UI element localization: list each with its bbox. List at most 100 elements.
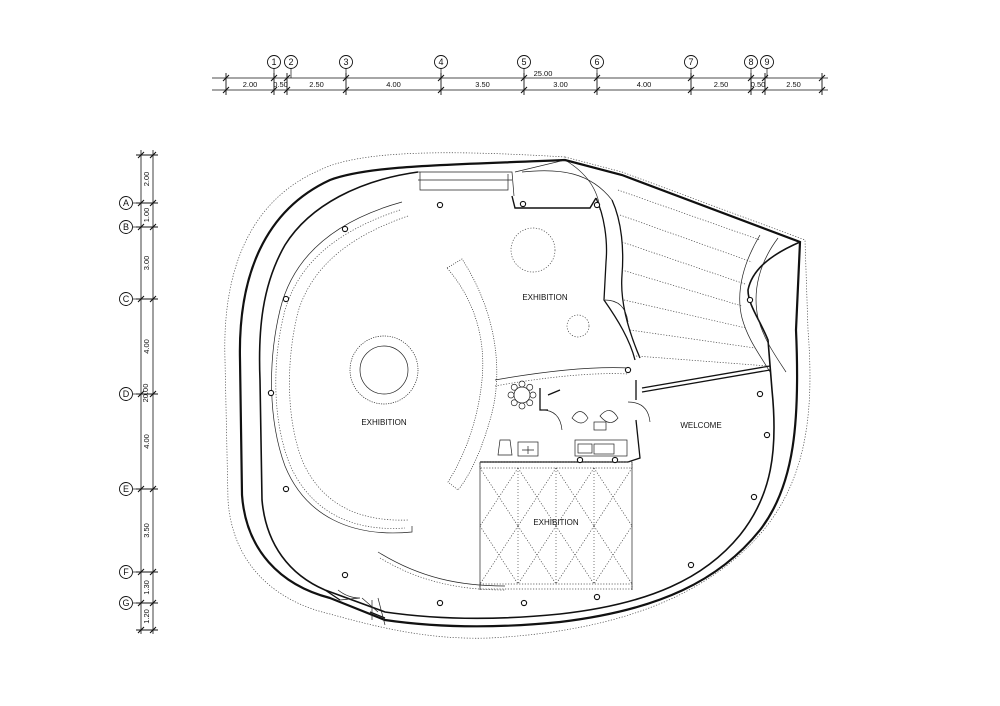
dim-tick-slash <box>761 86 769 94</box>
grid-marker-5: 5 <box>521 57 526 67</box>
brace-line <box>593 467 633 527</box>
dim-tick-slash <box>687 86 695 94</box>
chair <box>518 380 526 388</box>
chair <box>526 383 534 391</box>
dim-tick-slash <box>520 86 528 94</box>
grid-marker-E: E <box>123 484 129 494</box>
dim-y-7: 1.30 <box>142 580 151 595</box>
dim-tick-slash <box>149 599 157 607</box>
total-height-label: 20.00 <box>141 384 150 403</box>
dim-tick-slash <box>149 390 157 398</box>
column <box>436 599 444 607</box>
left-exhibition-features <box>271 201 506 591</box>
dim-tick-slash <box>149 151 157 159</box>
column <box>593 593 601 601</box>
grid-bubble <box>119 596 133 610</box>
grid-bubble <box>119 565 133 579</box>
brace-line <box>479 525 519 585</box>
dim-y-3: 3.00 <box>142 256 151 271</box>
brace-line <box>555 525 595 585</box>
dim-x-4: 4.00 <box>386 80 401 89</box>
grid-bubble <box>684 55 698 69</box>
dim-tick-slash <box>149 223 157 231</box>
grid-bubble <box>284 55 298 69</box>
site-boundary <box>224 152 811 639</box>
dim-tick-slash <box>593 86 601 94</box>
structural-columns <box>267 200 771 607</box>
grid-marker-6: 6 <box>594 57 599 67</box>
grid-marker-G: G <box>122 598 129 608</box>
chair <box>507 391 515 399</box>
dim-tick-slash <box>270 86 278 94</box>
column <box>756 390 764 398</box>
column <box>576 456 584 464</box>
grid-bubble <box>760 55 774 69</box>
bottom-exhibition-features <box>479 461 633 590</box>
chair <box>518 402 526 410</box>
ramp-line <box>621 269 743 307</box>
dim-tick-slash <box>283 86 291 94</box>
dim-x-10: 2.50 <box>786 80 801 89</box>
dim-tick-slash <box>818 86 826 94</box>
dim-tick-slash <box>283 74 291 82</box>
grid-marker-A: A <box>123 198 129 208</box>
room-label-exhibition-top: EXHIBITION <box>522 293 568 302</box>
brace-line <box>517 467 557 527</box>
dim-tick-slash <box>149 199 157 207</box>
dim-tick-slash <box>149 568 157 576</box>
dim-y-1: 2.00 <box>142 172 151 187</box>
column <box>687 561 695 569</box>
grid-marker-B: B <box>123 222 129 232</box>
dim-tick-slash <box>818 74 826 82</box>
column <box>763 431 771 439</box>
ramp-line <box>629 329 756 349</box>
brace-line <box>479 467 519 527</box>
column <box>341 225 349 233</box>
column <box>746 296 754 304</box>
column <box>436 201 444 209</box>
dim-x-6: 3.00 <box>553 80 568 89</box>
dim-y-5: 4.00 <box>142 434 151 449</box>
top-exhibition-features <box>494 227 631 387</box>
chair <box>510 383 518 391</box>
grid-bubble <box>267 55 281 69</box>
grid-bubble <box>434 55 448 69</box>
chair <box>526 399 534 407</box>
dim-tick-slash <box>137 151 145 159</box>
ramp-line <box>619 214 753 263</box>
building-outline <box>224 152 811 639</box>
grid-marker-9: 9 <box>764 57 769 67</box>
column <box>520 599 528 607</box>
grid-bubble <box>119 196 133 210</box>
dim-tick-slash <box>747 86 755 94</box>
brace-line <box>593 525 633 585</box>
grid-bubble <box>744 55 758 69</box>
dim-x-7: 4.00 <box>637 80 652 89</box>
ramp-line <box>617 189 761 241</box>
grid-marker-D: D <box>123 389 130 399</box>
column <box>593 201 601 209</box>
column <box>341 571 349 579</box>
grid-marker-C: C <box>123 294 130 304</box>
outer-wall <box>238 158 802 628</box>
grid-marker-3: 3 <box>343 57 348 67</box>
dim-y-2: 1.00 <box>142 208 151 223</box>
chair <box>510 399 518 407</box>
ramp-line <box>623 299 747 329</box>
total-width-label: 25.00 <box>534 69 553 78</box>
dim-tick-slash <box>222 86 230 94</box>
room-label-exhibition-left: EXHIBITION <box>361 418 407 427</box>
inner-wall <box>258 171 801 620</box>
dim-tick-slash <box>149 626 157 634</box>
grid-bubble <box>119 482 133 496</box>
grid-marker-8: 8 <box>748 57 753 67</box>
ramp-line <box>621 241 746 285</box>
ramp-area <box>564 159 801 393</box>
grid-bubble <box>517 55 531 69</box>
grid-bubble <box>119 292 133 306</box>
dim-x-3: 2.50 <box>309 80 324 89</box>
grid-bubble <box>119 387 133 401</box>
grid-bubble <box>339 55 353 69</box>
column <box>624 366 632 374</box>
